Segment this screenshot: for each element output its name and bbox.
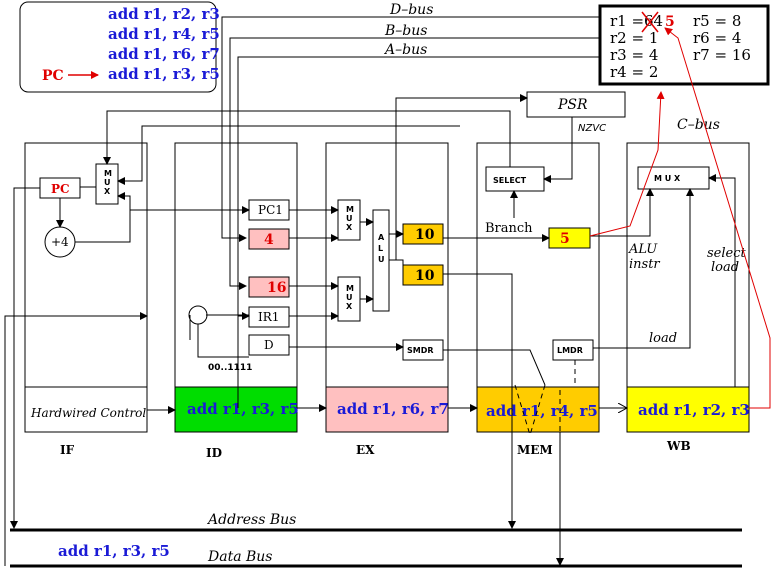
id-d-label: D — [264, 338, 274, 352]
wb-instr-box — [626, 386, 750, 433]
id-operand-b-value: 16 — [267, 280, 286, 296]
wb-select-label-1: select — [707, 246, 746, 261]
register-file — [598, 4, 770, 86]
if-adder-label: +4 — [51, 235, 69, 249]
wb-alu-label-2: instr — [629, 257, 660, 272]
reg-r1-strike-2 — [641, 11, 659, 33]
mem-lmdr-label: LMDR — [557, 346, 583, 355]
data-bus-label: Data Bus — [207, 549, 272, 565]
id-instr-box — [174, 386, 298, 433]
reg-r1-new-value: 5 — [665, 14, 675, 30]
wb-mux-label: M U X — [654, 174, 681, 183]
if-stage-label: IF — [60, 443, 75, 457]
ex-instr-text: add r1, r6, r7 — [337, 400, 449, 418]
reg-r4: r4 = 2 — [610, 63, 658, 81]
id-stage-label: ID — [206, 446, 222, 460]
psr-box — [526, 91, 626, 118]
svg-text:ALU: ALU — [378, 233, 385, 264]
ex-stage-label: EX — [356, 443, 375, 457]
a-bus-label: A–bus — [383, 42, 427, 58]
psr-flags-label: NZVC — [578, 123, 606, 134]
mem-lmdr — [552, 339, 594, 361]
id-decoder-circle — [188, 305, 208, 325]
pc-pointer-label: PC — [42, 68, 64, 84]
datapath-wires — [4, 94, 736, 566]
id-ir1-label: IR1 — [258, 310, 279, 324]
id-pc1-label: PC1 — [258, 203, 283, 217]
reg-r5: r5 = 8 — [693, 12, 741, 30]
program-line-1: add r1, r2, r3 — [108, 5, 220, 23]
reg-r7: r7 = 16 — [693, 46, 751, 64]
mem-instr-text: add r1, r4, r5 — [486, 402, 598, 420]
wb-select-label-2: load — [711, 260, 739, 275]
wb-alu-label-1: ALU — [628, 242, 658, 257]
id-operand-a-value: 4 — [264, 232, 274, 248]
b-bus-label: B–bus — [384, 23, 427, 39]
program-line-4: add r1, r3, r5 — [108, 65, 220, 83]
program-line-3: add r1, r6, r7 — [108, 45, 220, 63]
id-operand-b — [248, 276, 290, 298]
id-instr-text: add r1, r3, r5 — [187, 400, 299, 418]
data-bus-instr: add r1, r3, r5 — [58, 542, 170, 560]
ex-mux-1 — [337, 199, 361, 241]
bus-lines — [221, 16, 600, 408]
mem-stage-label: MEM — [517, 443, 553, 457]
id-range-label: 00..1111 — [208, 363, 252, 373]
address-bus-label: Address Bus — [206, 512, 296, 528]
mem-select-label: SELECT — [493, 176, 527, 185]
psr-label: PSR — [557, 97, 588, 113]
hardwired-control-label: Hardwired Control — [30, 406, 146, 420]
if-pc-label: PC — [51, 182, 70, 196]
reg-r1-label: r1 = — [610, 12, 644, 30]
reg-r1-old-value: 64 — [644, 12, 663, 30]
ex-output-2 — [402, 264, 444, 286]
wb-instr-text: add r1, r2, r3 — [638, 401, 750, 419]
c-bus-label: C–bus — [677, 117, 720, 133]
d-bus-label: D–bus — [389, 2, 433, 18]
mem-result-value: 5 — [560, 231, 570, 247]
mem-select — [485, 166, 545, 192]
ex-output-1-value: 10 — [415, 227, 435, 243]
program-listing-box — [19, 1, 217, 93]
mem-instr-box — [476, 386, 600, 433]
id-operand-a — [248, 228, 290, 250]
mem-branch-label: Branch — [485, 221, 533, 236]
id-d-register — [248, 334, 290, 356]
wb-load-label: load — [649, 331, 677, 346]
reg-r2: r2 = 1 — [610, 29, 658, 47]
reg-r3: r3 = 4 — [610, 46, 658, 64]
writeback-path — [589, 27, 771, 409]
svg-text:MUX: MUX — [346, 205, 354, 232]
svg-text:MUX: MUX — [346, 284, 354, 311]
ex-smdr-label: SMDR — [407, 346, 434, 355]
reg-r6: r6 = 4 — [693, 29, 741, 47]
program-line-2: add r1, r4, r5 — [108, 25, 220, 43]
if-stage-box — [24, 142, 148, 433]
ex-output-2-value: 10 — [415, 268, 435, 284]
wb-stage-label: WB — [666, 439, 691, 453]
